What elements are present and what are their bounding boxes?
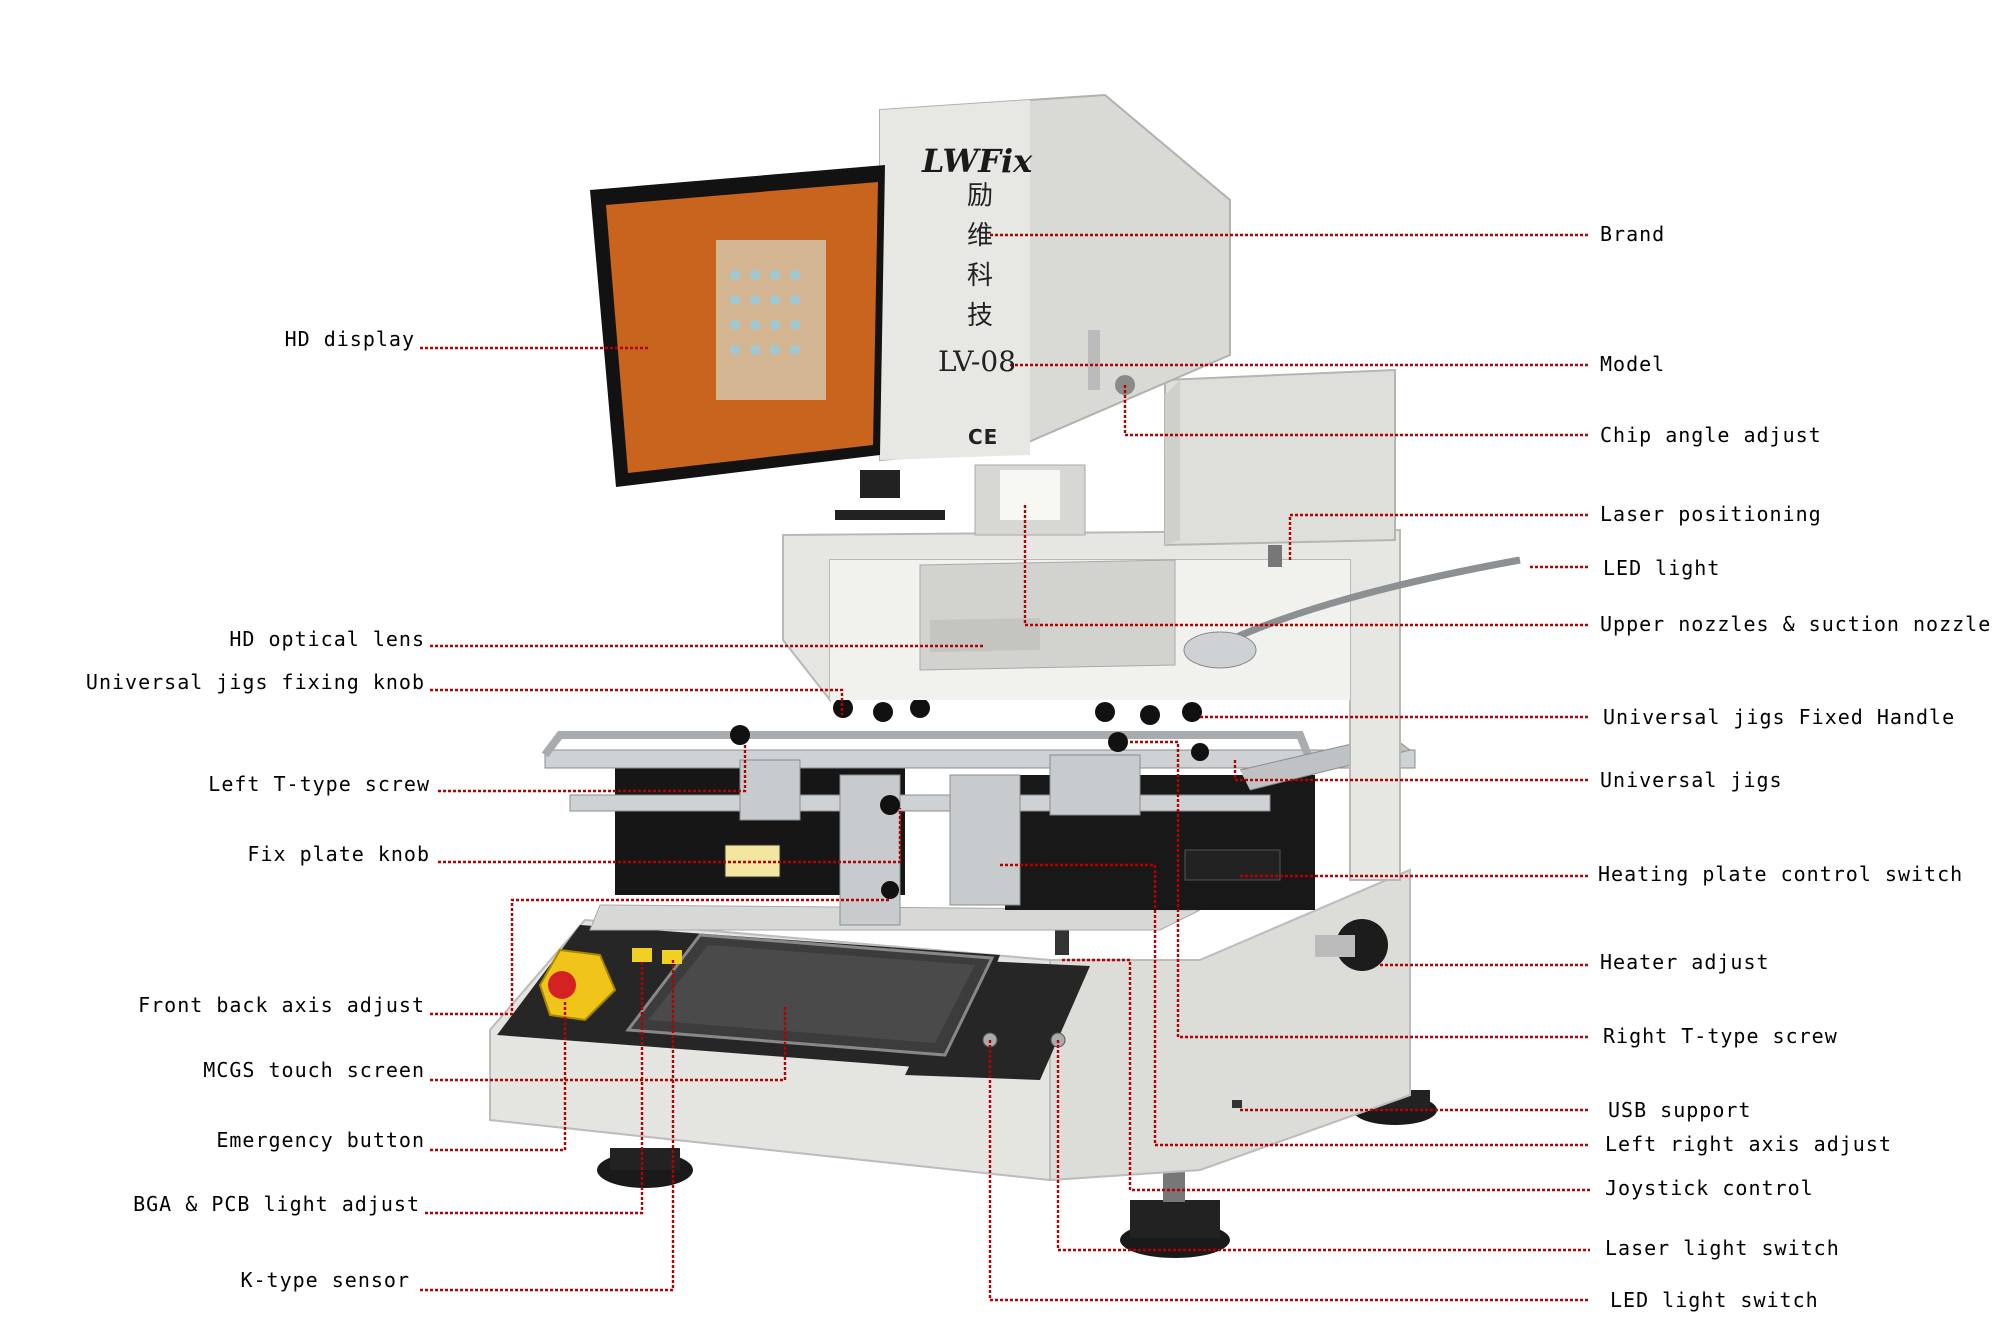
label-chip-angle-adjust: Chip angle adjust bbox=[1600, 423, 1822, 447]
label-left-right-axis-adjust: Left right axis adjust bbox=[1605, 1132, 1892, 1156]
label-mcgs-touch-screen: MCGS touch screen bbox=[203, 1058, 425, 1082]
label-fix-plate-knob: Fix plate knob bbox=[247, 842, 430, 866]
brand-char: 科 bbox=[966, 261, 993, 291]
brand-chinese-name: 励 维 科 技 bbox=[960, 176, 1000, 336]
label-usb-support: USB support bbox=[1608, 1098, 1752, 1122]
brand-char: 励 bbox=[966, 181, 993, 211]
brand-char: 技 bbox=[966, 301, 993, 331]
label-brand: Brand bbox=[1600, 222, 1666, 246]
emergency-button-illustration bbox=[538, 948, 617, 1022]
heating-plate-area bbox=[541, 698, 1416, 931]
leader-mcgs-touch bbox=[430, 1005, 787, 1082]
label-universal-jigs-fixing-knob: Universal jigs fixing knob bbox=[85, 670, 425, 694]
label-left-t-type-screw: Left T-type screw bbox=[208, 772, 430, 796]
label-universal-jigs-fixed-handle: Universal jigs Fixed Handle bbox=[1603, 705, 1956, 729]
camera-housing bbox=[879, 93, 1231, 462]
label-bga-pcb-light-adjust: BGA & PCB light adjust bbox=[133, 1192, 420, 1216]
leader-left-right-axis bbox=[1000, 863, 1590, 1147]
leader-led-light-switch bbox=[988, 1040, 1590, 1302]
label-model: Model bbox=[1600, 352, 1666, 376]
leader-laser-light-switch bbox=[1056, 1040, 1590, 1252]
label-right-t-type-screw: Right T-type screw bbox=[1603, 1024, 1838, 1048]
model-text: LV-08 bbox=[938, 345, 1017, 378]
leader-upper-nozzles bbox=[1023, 505, 1590, 627]
label-heating-plate-control-switch: Heating plate control switch bbox=[1598, 862, 1964, 886]
ce-mark: CE bbox=[968, 425, 999, 449]
leader-emergency bbox=[430, 1000, 567, 1152]
hd-display-illustration bbox=[590, 165, 945, 520]
upper-housing bbox=[782, 368, 1521, 881]
label-heater-adjust: Heater adjust bbox=[1600, 950, 1770, 974]
leader-lines bbox=[420, 233, 1590, 1302]
leader-chip-angle bbox=[1123, 385, 1590, 437]
leader-fix-plate-knob bbox=[438, 808, 902, 864]
label-upper-nozzles: Upper nozzles & suction nozzle bbox=[1600, 612, 1992, 636]
brand-char: 维 bbox=[966, 221, 993, 251]
leader-left-t-screw bbox=[438, 745, 747, 793]
leader-front-back-axis bbox=[430, 898, 890, 1016]
label-emergency-button: Emergency button bbox=[216, 1128, 425, 1152]
leader-right-t-screw bbox=[1130, 740, 1590, 1039]
label-k-type-sensor: K-type sensor bbox=[240, 1268, 410, 1292]
label-led-light-switch: LED light switch bbox=[1610, 1288, 1819, 1312]
label-joystick-control: Joystick control bbox=[1605, 1176, 1814, 1200]
brand-logo: LWFix bbox=[922, 142, 1033, 180]
label-universal-jigs: Universal jigs bbox=[1600, 768, 1783, 792]
label-front-back-axis-adjust: Front back axis adjust bbox=[138, 993, 425, 1017]
leader-jigs-fixing-knob bbox=[430, 688, 844, 715]
label-led-light: LED light bbox=[1603, 556, 1721, 580]
leader-laser-position bbox=[1288, 513, 1590, 560]
leader-k-type bbox=[420, 960, 675, 1292]
leader-joystick bbox=[1062, 958, 1590, 1192]
label-laser-light-switch: Laser light switch bbox=[1605, 1236, 1840, 1260]
label-laser-positioning: Laser positioning bbox=[1600, 502, 1822, 526]
label-hd-display: HD display bbox=[284, 327, 415, 351]
machine-base bbox=[489, 868, 1411, 1182]
label-hd-optical-lens: HD optical lens bbox=[229, 627, 425, 651]
leader-bga-pcb bbox=[425, 960, 644, 1215]
leader-universal-jigs bbox=[1233, 760, 1590, 782]
